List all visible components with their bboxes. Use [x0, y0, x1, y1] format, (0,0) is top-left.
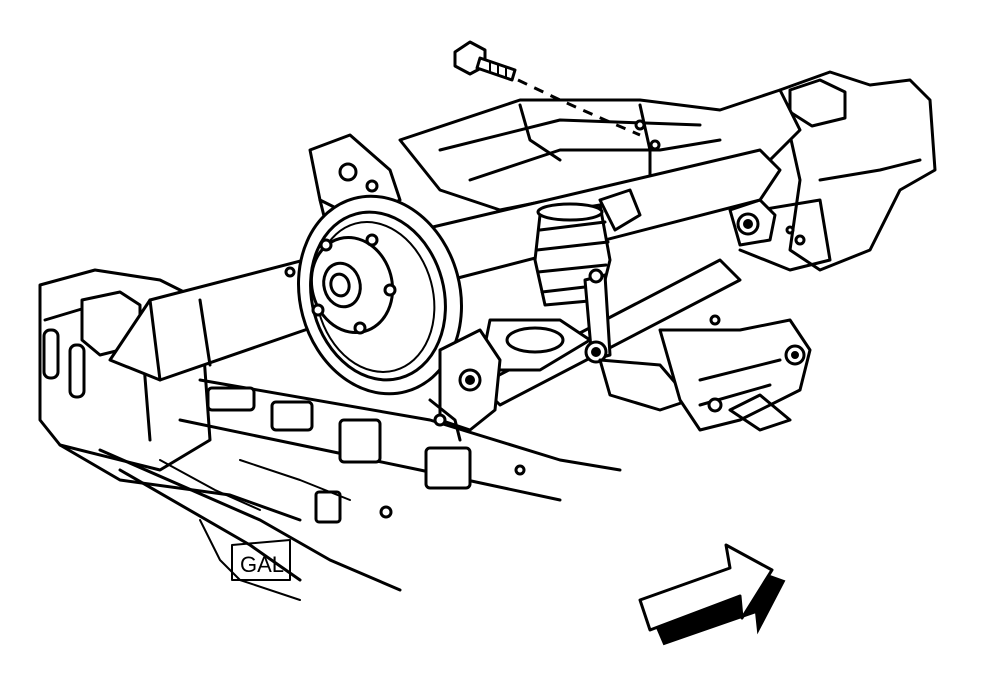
- mounting-bolt: [453, 40, 517, 82]
- shock-absorber: [583, 268, 612, 364]
- bolt-guide-line: [517, 78, 641, 137]
- lower-control-arm: [478, 318, 812, 432]
- wheel-hub: [309, 233, 397, 335]
- illustration-id: GAL: [231, 539, 291, 581]
- direction-arrow: [638, 543, 786, 646]
- knuckle: [428, 328, 502, 442]
- illustration-id-text: GAL: [240, 552, 284, 577]
